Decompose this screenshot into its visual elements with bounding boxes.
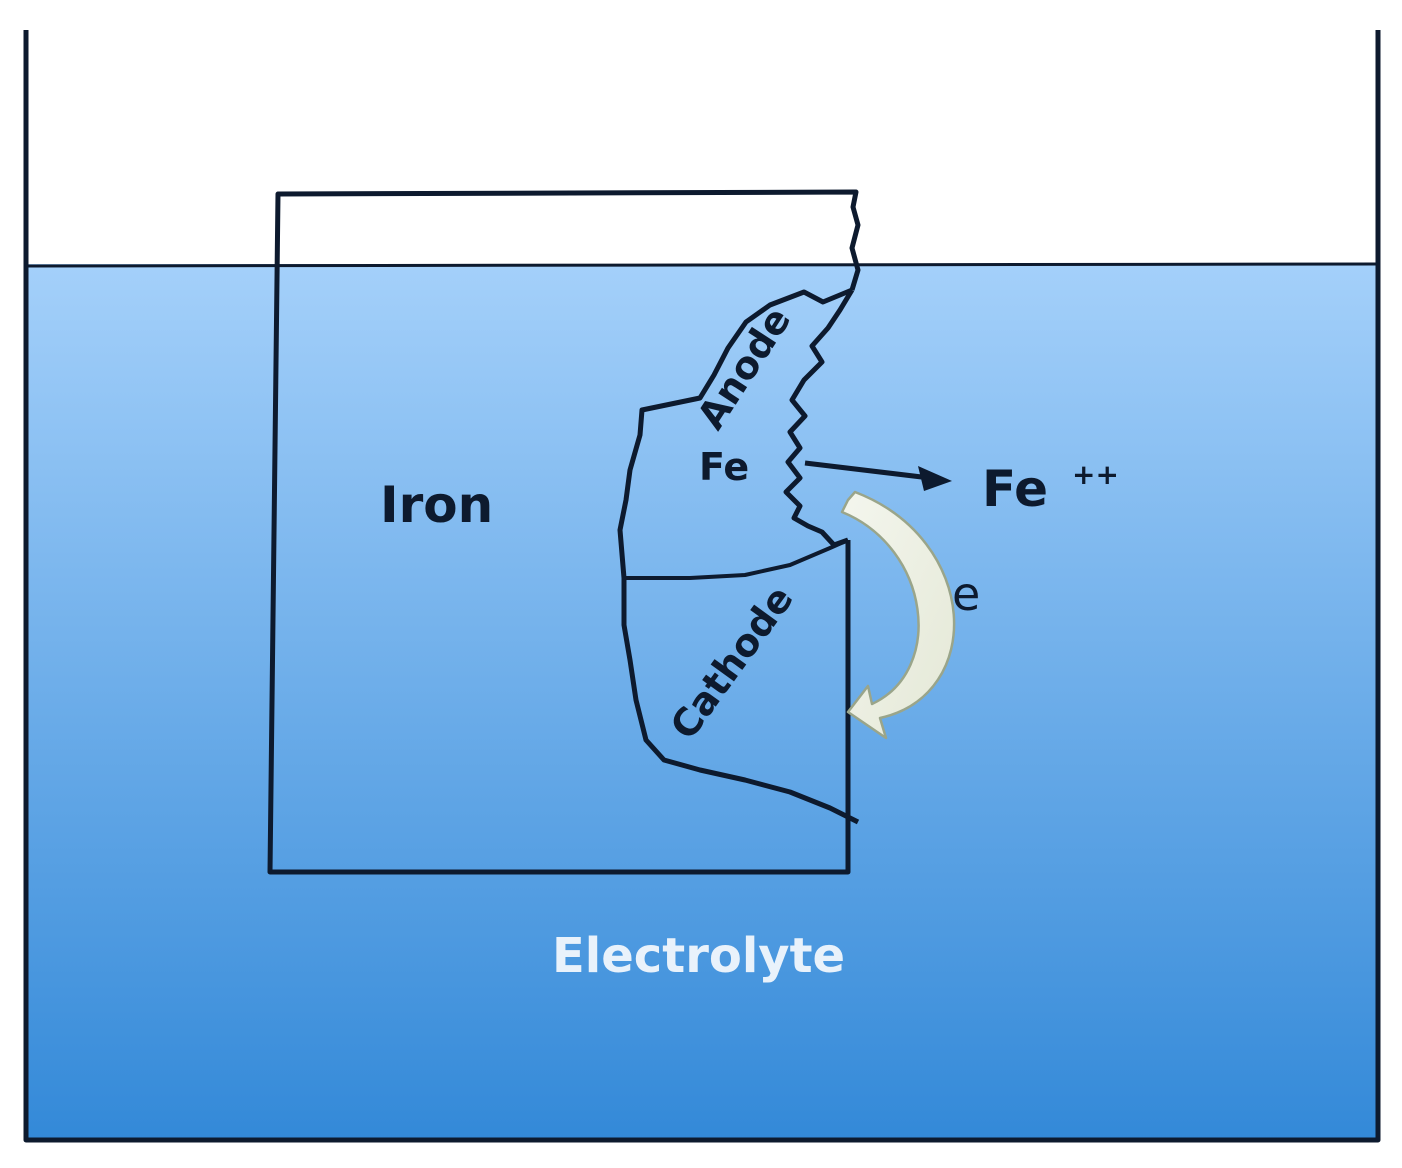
container-outline — [23, 30, 1381, 1143]
ion-release-arrow-head — [918, 466, 952, 491]
fe-ion-label: Fe — [982, 460, 1048, 518]
ion-release-arrow-shaft — [804, 460, 931, 481]
electron-flow-arrow — [840, 490, 956, 740]
electron-label: e — [952, 567, 980, 621]
anode-cathode-divider — [624, 538, 849, 580]
fe-label: Fe — [699, 445, 749, 489]
electrolyte-label: Electrolyte — [552, 928, 845, 984]
fe-ion-charge-label: ++ — [1072, 458, 1119, 491]
electrolyte-surface — [25, 262, 1379, 268]
anode-surface — [783, 288, 855, 548]
iron-plate-outline — [267, 189, 861, 875]
electrolyte-region — [26, 264, 1378, 1140]
corroded-region-outline — [617, 287, 860, 825]
iron-label: Iron — [380, 476, 493, 534]
